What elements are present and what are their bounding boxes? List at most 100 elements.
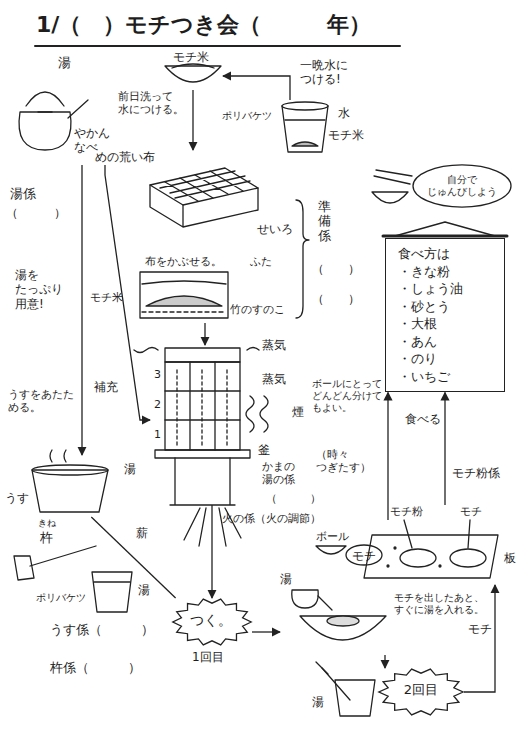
node-text: 湯 (280, 572, 292, 586)
burst-outline (379, 669, 463, 715)
node-text: モチ粉 (390, 505, 423, 518)
steaming-basket-drawing (160, 171, 250, 201)
node-text: 布をかぶせる。 (145, 255, 222, 268)
steamer-drawing (165, 362, 240, 450)
connector (223, 76, 290, 100)
board-drawing (394, 547, 396, 549)
eating-list: 食べ方は・きな粉・しょう油・砂とう・大根・あん・のり・いちご (385, 238, 505, 392)
note-label: 湯 (312, 695, 324, 709)
connector (387, 392, 388, 520)
node-text: 食べ方は (398, 245, 492, 263)
note-label: 湯 (138, 583, 150, 597)
board-drawing (439, 565, 441, 567)
bucket-drawing (282, 102, 328, 152)
note-label: 前日洗って 水につける。 (118, 90, 184, 116)
node-text: ・大根 (398, 315, 492, 333)
connector-label: モチ (466, 622, 494, 636)
node-text: うす (5, 491, 29, 505)
node-text: ・砂とう (398, 298, 492, 316)
note-label: ポリバケツ (36, 592, 86, 604)
speech-oval: 自分で じゅんびしよう (412, 164, 512, 208)
bowl-drawing (318, 596, 332, 610)
mortar-drawing (32, 450, 108, 512)
pestle-drawing (30, 546, 96, 566)
node-text: ・しょう油 (398, 280, 492, 298)
note-label: （ ） (312, 262, 360, 276)
connector-label: 食べる (403, 412, 443, 426)
mortar-drawing (50, 450, 66, 462)
mortar-drawing (32, 470, 108, 512)
soaking-bucket: 水モチ米 (278, 100, 368, 155)
node-text: 板 (504, 551, 516, 565)
bucket-drawing (316, 662, 375, 716)
basket-section: 布をかぶせる。 ふたモチ米竹のすのこ (90, 255, 295, 323)
node-text: ・いちご (398, 368, 492, 386)
note-label: モチ粉係 (452, 466, 500, 480)
board-drawing (400, 549, 436, 567)
bucket-drawing (335, 680, 375, 716)
node-text: モチ (460, 505, 482, 518)
bucket-drawing (316, 662, 328, 674)
rice-bowl-drawing (172, 64, 214, 68)
basket-section-drawing (142, 311, 226, 312)
note-label: （ ） (6, 206, 66, 220)
connector (211, 505, 212, 598)
note-label: 火の係（火の調節） (222, 512, 321, 525)
bucket-drawing (94, 581, 130, 582)
node-text: 釜 (258, 443, 270, 457)
note-label: 湯係 (10, 186, 36, 202)
note-label: 一晩水に つける! (300, 58, 348, 87)
bowl-drawing (327, 616, 359, 626)
burst-outline (173, 599, 251, 645)
node-text: モチ (352, 549, 376, 563)
connector (384, 655, 385, 668)
node-text: やかん なべ (74, 126, 110, 155)
note-label: モチを出したあと、すぐに湯を入れる。 (394, 592, 490, 616)
bracket (296, 200, 309, 318)
note-label: うす係（ ） (50, 622, 154, 638)
basket-section-drawing (140, 272, 228, 318)
bowl-drawing (316, 546, 346, 554)
node-text: モチ米 (90, 291, 123, 304)
steamer-drawing (155, 450, 250, 458)
note-label: 杵係（ ） (50, 660, 141, 676)
mortar: うす (5, 455, 113, 517)
pestle-drawing (14, 556, 34, 580)
chopsticks-bowl-drawing (374, 170, 412, 184)
bowl-drawing (300, 616, 386, 640)
connector-label: 補充 (92, 380, 120, 394)
connector (91, 517, 175, 598)
connector (81, 165, 82, 455)
second-burst: 2回目 (378, 668, 464, 716)
kettle-drawing (68, 100, 88, 118)
pestle-drawing (14, 546, 96, 580)
mortar-drawing (32, 465, 108, 475)
node-text: 竹のすのこ (230, 303, 285, 316)
bowl-group: ボールモチ湯 (280, 520, 390, 655)
board: モチ粉 モチ板 (362, 505, 519, 585)
steaming-basket: めの荒い布せいろ (95, 150, 296, 244)
node-text: 自分で じゅんびしよう (427, 174, 497, 198)
steamer: 釜 (150, 345, 280, 505)
note-label: 蒸気 (262, 338, 286, 352)
bowl-drawing (346, 545, 382, 565)
note-label: 湯を たっぷり 用意! (15, 268, 63, 311)
basket-section-drawing (146, 296, 222, 306)
note-label: 杵 (40, 530, 53, 546)
basket-section-drawing (142, 281, 226, 284)
bowl-drawing (292, 545, 386, 640)
board-drawing (404, 520, 470, 548)
bucket-drawing (92, 572, 132, 612)
node-text: 1回目 (192, 650, 224, 664)
rice-bowl-drawing (165, 66, 221, 82)
bracket (296, 200, 309, 318)
board-drawing (450, 549, 486, 567)
connector (204, 323, 205, 345)
note-label: 薪 (136, 526, 148, 540)
scroll-hanger (383, 222, 507, 236)
bucket-drawing (292, 142, 318, 146)
node-text: ふた (250, 255, 272, 268)
board-drawing (364, 535, 498, 578)
bucket-drawing (92, 572, 132, 612)
